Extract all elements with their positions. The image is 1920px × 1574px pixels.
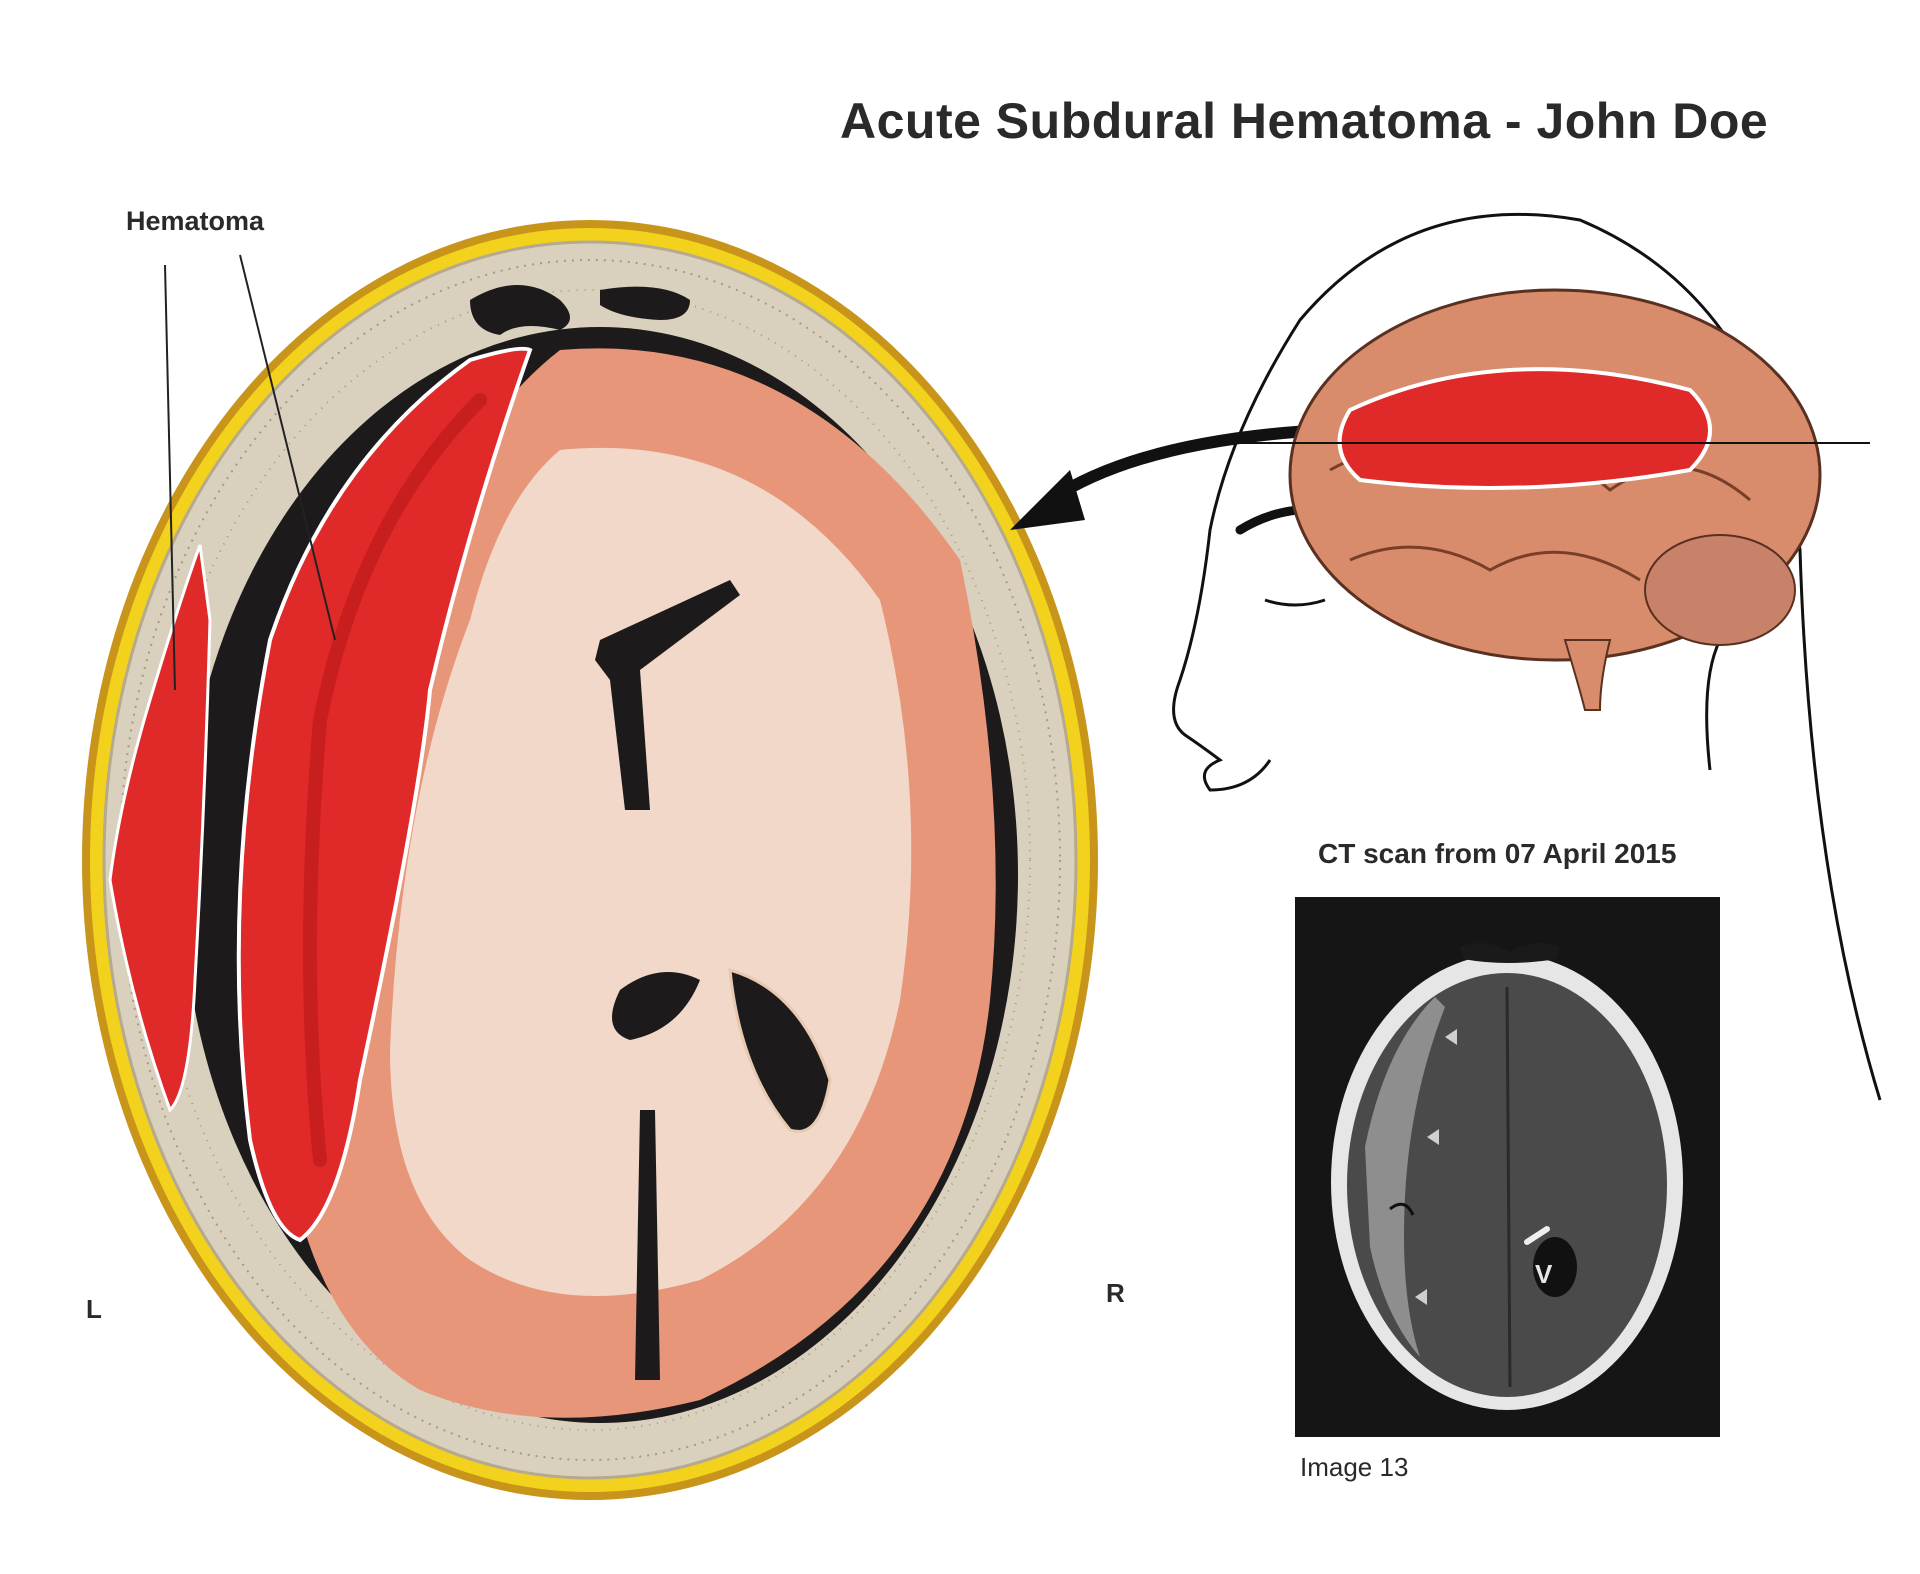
- occipital-horn-left: [612, 972, 700, 1040]
- ct-arrow-icon-1: [1445, 1029, 1457, 1045]
- left-side-label: L: [86, 1294, 102, 1324]
- ct-calcification: [1524, 1226, 1550, 1245]
- ct-midline: [1505, 986, 1512, 1388]
- scalp-hematoma: [108, 544, 212, 1113]
- lateral-ventricle: [595, 580, 740, 810]
- hematoma-label: Hematoma: [126, 206, 265, 236]
- arrow-head-icon: [1010, 470, 1085, 530]
- cerebellum: [1644, 534, 1796, 646]
- brain-gyri-lower: [1349, 545, 1641, 582]
- view-arrow: [1046, 424, 1326, 505]
- bone-texture: [119, 259, 1061, 1461]
- frontal-sinus: [470, 285, 570, 335]
- head-profile: [1172, 212, 1882, 1101]
- hematoma-pointer-line-1: [164, 264, 176, 691]
- neck-line: [1705, 639, 1722, 771]
- ct-scan-drawing: V: [1331, 943, 1683, 1410]
- frontal-sinus-right: [600, 286, 690, 320]
- hematoma-shading: [303, 393, 487, 1167]
- ct-arrow-icon-3: [1415, 1289, 1427, 1305]
- midline-fissure: [635, 1110, 660, 1380]
- page-title: Acute Subdural Hematoma - John Doe: [840, 93, 1769, 149]
- ct-ventricle-marker: V: [1535, 1259, 1553, 1289]
- ct-sinus: [1460, 943, 1560, 963]
- ct-arrow-icon-2: [1427, 1129, 1439, 1145]
- right-side-label: R: [1106, 1278, 1125, 1308]
- ct-scan-image: V: [1295, 897, 1720, 1437]
- image-number-caption: Image 13: [1300, 1452, 1409, 1482]
- profile-hematoma: [1337, 367, 1712, 490]
- ct-hematoma: [1365, 997, 1445, 1357]
- occipital-horn-right: [728, 967, 832, 1133]
- hematoma-pointer-line-2: [239, 254, 336, 641]
- brainstem: [1563, 639, 1612, 711]
- ct-scan-title: CT scan from 07 April 2015: [1318, 838, 1677, 869]
- closed-eye: [1264, 598, 1326, 607]
- ct-ventricle: [1533, 1237, 1577, 1297]
- ct-curved-arrow-icon: [1389, 1202, 1415, 1216]
